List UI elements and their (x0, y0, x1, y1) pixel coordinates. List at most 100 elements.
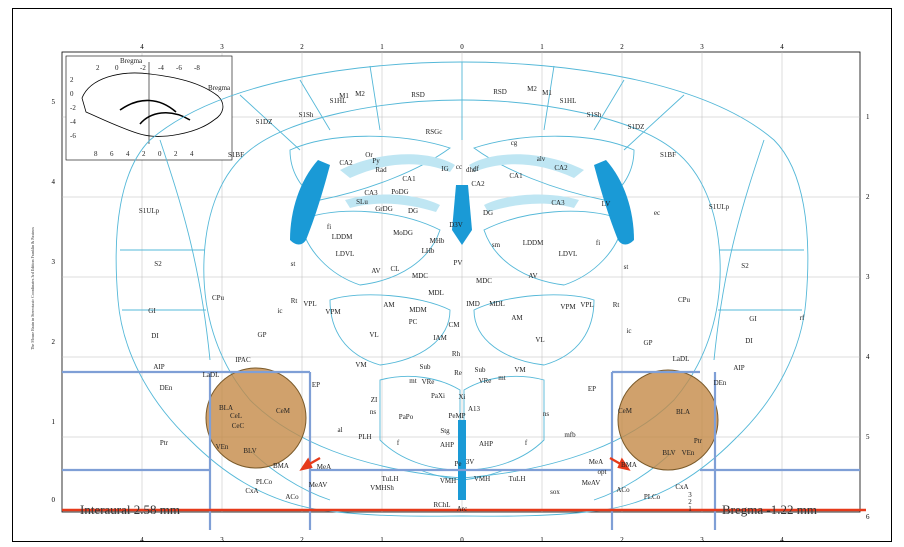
inset-label: 0 (158, 150, 162, 158)
bottom-tick: 0 (460, 536, 464, 544)
region-label: CeC (232, 422, 245, 430)
region-label: MeAV (309, 481, 328, 489)
region-label: MHb (430, 237, 445, 245)
inset-label: 4 (190, 150, 194, 158)
region-label: MDC (412, 272, 428, 280)
bottom-tick: 2 (620, 536, 624, 544)
region-label: LDVL (559, 250, 578, 258)
region-label: 1 (688, 505, 692, 513)
region-label: mt (498, 374, 505, 382)
region-label: CL (391, 265, 400, 273)
top-tick: 2 (300, 43, 304, 51)
region-label: DI (151, 332, 159, 340)
region-label: PLH (358, 433, 371, 441)
inset-label: 4 (126, 150, 130, 158)
region-label: MeA (317, 463, 331, 471)
region-label: DG (408, 207, 418, 215)
region-label: ACo (285, 493, 299, 501)
region-label: AM (511, 314, 523, 322)
region-label: sm (492, 241, 501, 249)
inset-label: 0 (115, 64, 119, 72)
region-label: CM (449, 321, 461, 329)
region-label: CA1 (509, 172, 523, 180)
region-label: VMH (474, 475, 490, 483)
region-label: AIP (733, 364, 744, 372)
region-label: f (397, 439, 400, 447)
region-label: Or (365, 151, 373, 159)
inset-label: -8 (194, 64, 200, 72)
region-label: DG (483, 209, 493, 217)
region-label: Pe (455, 460, 462, 468)
region-label: DI (745, 337, 753, 345)
region-label: VEn (682, 449, 695, 457)
region-label: EP (588, 385, 596, 393)
region-label: PV (454, 259, 463, 267)
region-label: VPL (580, 301, 593, 309)
inset-label: 2 (96, 64, 100, 72)
region-label: M1 (542, 89, 552, 97)
region-label: M2 (355, 90, 365, 98)
region-label: IMD (466, 300, 480, 308)
blue-guide-lines (62, 370, 860, 530)
region-label: Rt (613, 301, 620, 309)
red-arrows (299, 456, 631, 471)
region-label: Sub (475, 366, 486, 374)
region-label: VEn (216, 443, 229, 451)
region-label: CeM (276, 407, 291, 415)
region-label: S1BF (228, 151, 244, 159)
region-label: opt (598, 468, 607, 476)
region-label: BMA (273, 462, 289, 470)
region-label: RSD (411, 91, 425, 99)
bottom-tick: 4 (140, 536, 144, 544)
region-label: GP (644, 339, 653, 347)
region-label: S2 (741, 262, 749, 270)
region-label: f (525, 439, 528, 447)
region-label: VM (355, 361, 367, 369)
region-label: SLu (356, 198, 368, 206)
region-label: TuLH (509, 475, 526, 483)
region-label: CxA (675, 483, 688, 491)
inset-label: Bregma (120, 57, 143, 65)
left-tick: 0 (52, 496, 56, 504)
region-label: S2 (154, 260, 162, 268)
left-tick: 5 (52, 98, 56, 106)
region-label: RChL (433, 501, 450, 509)
inset-label: -6 (176, 64, 182, 72)
region-label: MDL (428, 289, 444, 297)
left-amygdala-highlight (205, 367, 307, 469)
region-label: S1BF (660, 151, 676, 159)
region-label: ns (370, 408, 377, 416)
bregma-caption: Bregma -1.22 mm (722, 502, 817, 517)
region-label: Ptr (160, 439, 169, 447)
top-tick: 1 (540, 43, 544, 51)
region-label: MDC (476, 277, 492, 285)
region-label: CA2 (471, 180, 485, 188)
region-label: Re (454, 369, 462, 377)
top-tick: 2 (620, 43, 624, 51)
inset-label: Bregma (208, 84, 231, 92)
inset-label: 6 (110, 150, 114, 158)
left-axis-ticks: 5 4 3 2 1 0 (52, 98, 56, 504)
inset-label: 0 (70, 90, 74, 98)
bottom-tick: 2 (300, 536, 304, 544)
region-label: PLCo (256, 478, 273, 486)
region-label: TuLH (382, 475, 399, 483)
top-tick: 1 (380, 43, 384, 51)
region-label: 3 (688, 491, 692, 499)
top-tick: 4 (140, 43, 144, 51)
inset-label: 8 (94, 150, 98, 158)
region-label: dhc (466, 166, 476, 174)
region-label: CxA (245, 487, 258, 495)
right-amygdala-highlight (617, 369, 719, 471)
region-label: BLA (219, 404, 233, 412)
right-axis-ticks: 1 2 3 4 5 6 (866, 113, 870, 521)
right-tick: 1 (866, 113, 870, 121)
region-label: GI (749, 315, 757, 323)
region-label: DEn (714, 379, 727, 387)
region-label: VL (535, 336, 544, 344)
region-label: mfb (564, 431, 576, 439)
region-label: S1ULp (709, 203, 730, 211)
bottom-tick: 1 (540, 536, 544, 544)
region-label: MDM (409, 306, 427, 314)
top-tick: 0 (460, 43, 464, 51)
